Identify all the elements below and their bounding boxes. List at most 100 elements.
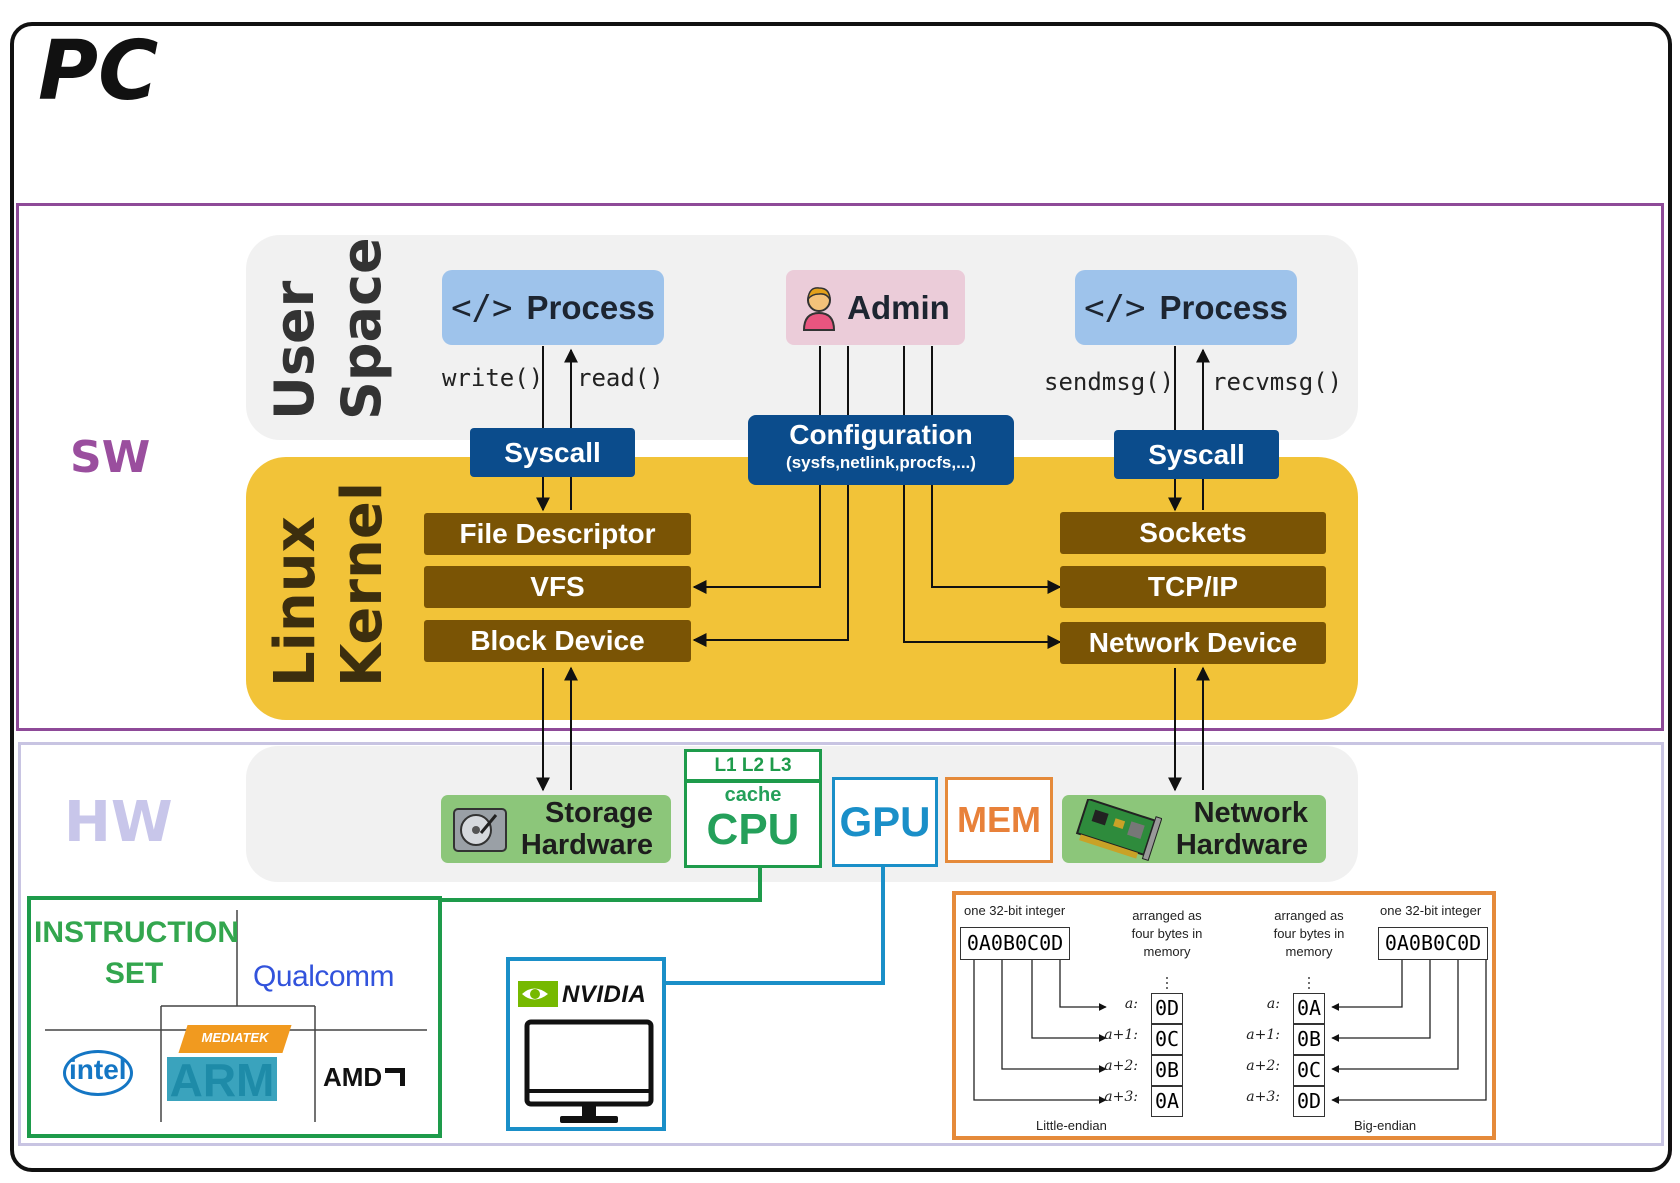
config-to-netdev-arrow (903, 484, 1062, 649)
storage-label-line2: Hardware (520, 829, 653, 862)
block-device-box: Block Device (424, 620, 691, 662)
isa-title-line1: INSTRUCTION (34, 916, 239, 949)
configuration-box: Configuration (sysfs,netlink,procfs,...) (748, 415, 1014, 485)
little-addr-0: a: (1124, 996, 1138, 1012)
little-addr-2: a+2: (1104, 1058, 1138, 1074)
nvidia-logo: NVIDIA (562, 981, 647, 1008)
intel-logo: intel (69, 1054, 127, 1085)
gpu-box: GPU (832, 777, 938, 867)
process-right-label: Process (1159, 288, 1288, 326)
recvmsg-call-label: recvmsg() (1212, 368, 1343, 396)
amd-logo: AMD (323, 1062, 406, 1093)
big-int-label: one 32-bit integer (1380, 903, 1482, 918)
config-to-block-arrow (692, 484, 849, 647)
little-arranged-text: arranged as four bytes in memory (1126, 907, 1208, 961)
storage-label-line1: Storage (545, 797, 653, 829)
configuration-sublabel: (sysfs,netlink,procfs,...) (786, 453, 976, 472)
big-arranged-text: arranged as four bytes in memory (1268, 907, 1350, 961)
amd-arrow-icon (385, 1068, 406, 1086)
admin-person-icon (803, 286, 836, 331)
code-icon: </> (451, 287, 513, 328)
network-hw-label-line2: Hardware (1175, 829, 1308, 862)
vfs-box: VFS (424, 566, 691, 608)
little-addr-1: a+1: (1104, 1027, 1138, 1043)
little-byte-3: 0A (1151, 1086, 1183, 1117)
syscall-right: Syscall (1114, 430, 1279, 479)
big-arranged-line2: four bytes in (1273, 926, 1345, 941)
gpu-to-nvidia-line (666, 866, 885, 985)
instruction-set-box: INSTRUCTION SET Qualcomm intel MEDIATEK … (27, 896, 442, 1138)
big-byte-2: 0C (1293, 1055, 1325, 1086)
little-int-label: one 32-bit integer (964, 903, 1066, 918)
little-addr-3: a+3: (1104, 1089, 1138, 1105)
sockets-box: Sockets (1060, 512, 1326, 554)
nvidia-eye-icon (518, 981, 558, 1007)
software-section (16, 203, 1664, 731)
little-byte-2: 0B (1151, 1055, 1183, 1086)
process-right: </> Process (1075, 270, 1297, 345)
little-byte-0: 0D (1151, 993, 1183, 1024)
little-endian-label: Little-endian (1036, 1118, 1107, 1133)
big-addr-1: a+1: (1246, 1027, 1280, 1043)
hardware-section (18, 742, 1664, 1146)
page-title: PC (38, 24, 159, 119)
syscall-left: Syscall (470, 428, 635, 477)
network-card-icon (1075, 799, 1162, 861)
network-hardware-box: Network Hardware (1062, 795, 1326, 863)
hard-drive-icon (453, 808, 507, 852)
isa-title-line2: SET (104, 957, 164, 991)
amd-logo-text: AMD (323, 1062, 383, 1092)
big-byte-1: 0B (1293, 1024, 1325, 1055)
little-int-value: 0A0B0C0D (960, 927, 1070, 960)
storage-hardware-box: Storage Hardware (441, 795, 671, 863)
cache-levels-box: L1 L2 L3 (684, 749, 822, 782)
cpu-to-isa-line (442, 868, 762, 902)
endianness-box: one 32-bit integer 0A0B0C0D arranged as … (952, 891, 1496, 1140)
sw-label: SW (70, 432, 151, 483)
big-addr-2: a+2: (1246, 1058, 1280, 1074)
tcpip-box: TCP/IP (1060, 566, 1326, 608)
pc-frame (10, 22, 1672, 1172)
monitor-icon (524, 1019, 654, 1123)
little-arranged-line1: arranged as (1132, 908, 1202, 923)
intel-logo-ring (63, 1050, 133, 1096)
config-to-vfs-arrow (692, 484, 821, 594)
big-addr-3: a+3: (1246, 1089, 1280, 1105)
big-arranged-line3: memory (1285, 944, 1333, 959)
admin-box: Admin (786, 270, 965, 345)
big-byte-0: 0A (1293, 993, 1325, 1024)
code-icon: </> (1084, 287, 1146, 328)
process-left: </> Process (442, 270, 664, 345)
cache-label: cache (724, 784, 782, 806)
big-int-value: 0A0B0C0D (1378, 927, 1488, 960)
network-hw-label-line1: Network (1193, 797, 1308, 829)
file-descriptor-box: File Descriptor (424, 513, 691, 555)
instruction-set-title: INSTRUCTION SET (34, 912, 239, 995)
admin-label: Admin (847, 288, 950, 326)
network-device-box: Network Device (1060, 622, 1326, 664)
arm-logo-bg (167, 1057, 277, 1101)
little-arranged-line2: four bytes in (1131, 926, 1203, 941)
little-arranged-line3: memory (1143, 944, 1191, 959)
sendmsg-call-label: sendmsg() (1044, 368, 1175, 396)
big-addr-0: a: (1266, 996, 1280, 1012)
mediatek-logo: MEDIATEK (201, 1030, 269, 1045)
endianness-lines (973, 959, 1487, 1104)
qualcomm-logo: Qualcomm (253, 960, 395, 993)
arm-logo: ARM (169, 1054, 275, 1106)
cpu-label: CPU (706, 805, 800, 854)
big-byte-3: 0D (1293, 1086, 1325, 1117)
cpu-box: cache CPU (684, 780, 822, 868)
read-call-label: read() (577, 364, 664, 392)
hw-label: HW (64, 790, 173, 855)
config-to-tcpip-arrow (931, 484, 1062, 594)
big-endian-label: Big-endian (1354, 1118, 1417, 1133)
little-byte-1: 0C (1151, 1024, 1183, 1055)
big-arranged-line1: arranged as (1274, 908, 1344, 923)
configuration-label: Configuration (789, 419, 973, 450)
nvidia-box: NVIDIA (506, 957, 666, 1131)
process-left-label: Process (526, 288, 655, 326)
mem-box: MEM (945, 777, 1053, 863)
